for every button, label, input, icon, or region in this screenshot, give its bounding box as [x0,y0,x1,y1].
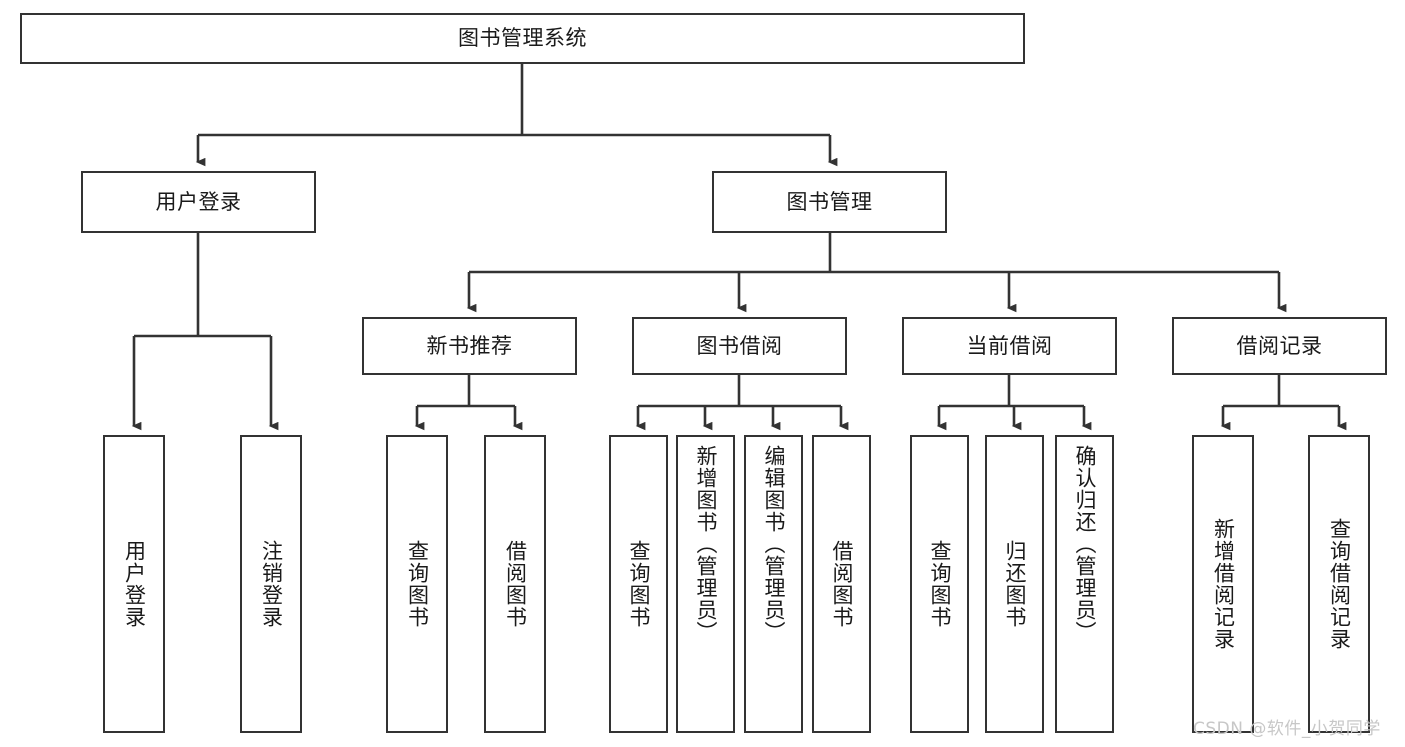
node-borrow-record-label: 借阅记录 [1236,333,1323,358]
node-leaf-add-record[interactable]: 新增借阅记录 [1192,435,1254,733]
node-leaf-borrow-book[interactable]: 借阅图书 [812,435,871,733]
node-book-manage-label: 图书管理 [786,189,873,214]
node-leaf-query-book[interactable]: 查询图书 [609,435,668,733]
node-leaf-query-record[interactable]: 查询借阅记录 [1308,435,1370,733]
node-user-login[interactable]: 用户登录 [81,171,316,233]
node-leaf-add-book[interactable]: 新增图书（管理员） [676,435,735,733]
node-leaf-borrow-book-rec-label: 借阅图书 [503,540,528,628]
node-book-borrow[interactable]: 图书借阅 [632,317,847,375]
node-leaf-edit-book-label: 编辑图书（管理员） [761,445,786,643]
node-leaf-add-record-label: 新增借阅记录 [1211,518,1236,650]
node-leaf-add-book-label: 新增图书（管理员） [693,445,718,643]
node-leaf-user-logout-label: 注销登录 [259,540,284,628]
node-leaf-query-book-rec[interactable]: 查询图书 [386,435,448,733]
csdn-watermark: CSDN @软件_小贺同学 [1193,719,1381,739]
node-root[interactable]: 图书管理系统 [20,13,1025,64]
node-new-book-recommend[interactable]: 新书推荐 [362,317,577,375]
node-user-login-label: 用户登录 [155,189,242,214]
node-current-borrow-label: 当前借阅 [966,333,1053,358]
node-leaf-return-book-label: 归还图书 [1002,540,1027,628]
node-leaf-borrow-book-rec[interactable]: 借阅图书 [484,435,546,733]
node-leaf-query-record-label: 查询借阅记录 [1327,518,1352,650]
node-current-borrow[interactable]: 当前借阅 [902,317,1117,375]
node-book-manage[interactable]: 图书管理 [712,171,947,233]
node-book-borrow-label: 图书借阅 [696,333,783,358]
node-leaf-user-login-label: 用户登录 [122,540,147,628]
node-leaf-user-logout[interactable]: 注销登录 [240,435,302,733]
node-leaf-query-book-cur-label: 查询图书 [927,540,952,628]
node-leaf-borrow-book-label: 借阅图书 [829,540,854,628]
node-leaf-confirm-return[interactable]: 确认归还（管理员） [1055,435,1114,733]
node-leaf-user-login[interactable]: 用户登录 [103,435,165,733]
node-leaf-query-book-label: 查询图书 [626,540,651,628]
node-root-label: 图书管理系统 [458,26,587,51]
node-leaf-edit-book[interactable]: 编辑图书（管理员） [744,435,803,733]
node-leaf-return-book[interactable]: 归还图书 [985,435,1044,733]
node-borrow-record[interactable]: 借阅记录 [1172,317,1387,375]
node-leaf-query-book-rec-label: 查询图书 [405,540,430,628]
node-new-book-recommend-label: 新书推荐 [426,333,513,358]
node-leaf-query-book-cur[interactable]: 查询图书 [910,435,969,733]
node-leaf-confirm-return-label: 确认归还（管理员） [1072,445,1097,643]
